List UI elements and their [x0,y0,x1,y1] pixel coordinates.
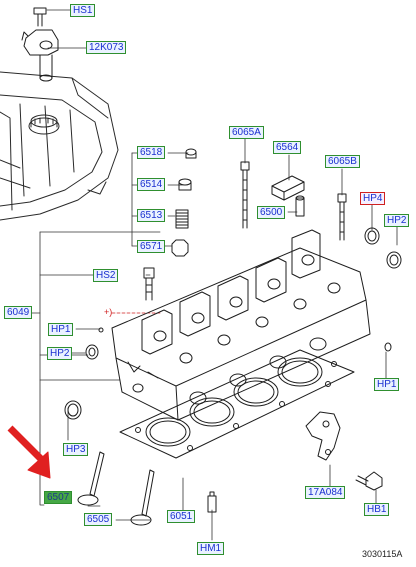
label-6518[interactable]: 6518 [137,146,166,159]
label-hs2[interactable]: HS2 [93,269,119,282]
label-hp1-left[interactable]: HP1 [48,323,74,336]
label-6571[interactable]: 6571 [137,240,166,253]
label-6564[interactable]: 6564 [273,141,302,154]
valve-train-parts [171,148,197,257]
label-6507[interactable]: 6507 [44,491,73,504]
cylinder-head-drawing [111,229,371,421]
valve-cover-drawing [0,71,119,221]
leader-lines [9,9,398,541]
rocker-and-lifter [271,175,305,217]
label-12k073[interactable]: 12K073 [86,41,127,54]
bolts-drawing [143,161,383,513]
label-hp2-right[interactable]: HP2 [384,214,410,227]
label-hp1-right[interactable]: HP1 [374,378,400,391]
red-pointer-arrow-icon [7,425,51,479]
head-gasket-drawing [119,349,355,459]
valves-drawing [77,451,155,526]
label-hp4[interactable]: HP4 [360,192,386,205]
label-hs1[interactable]: HS1 [70,4,96,17]
label-hb1[interactable]: HB1 [364,503,390,516]
camshaft-sensor-drawing [21,7,59,82]
label-6500[interactable]: 6500 [257,206,286,219]
seals-drawing [64,227,402,420]
label-6049[interactable]: 6049 [4,306,33,319]
label-6051[interactable]: 6051 [167,510,196,523]
label-6513[interactable]: 6513 [137,209,166,222]
label-hp2-left[interactable]: HP2 [47,347,73,360]
label-6065a[interactable]: 6065A [229,126,264,139]
label-hm1[interactable]: HM1 [197,542,225,555]
label-6505[interactable]: 6505 [84,513,113,526]
label-hp3[interactable]: HP3 [63,443,89,456]
plus-marker: +) [104,307,113,317]
diagram-reference-number: 3030115A [362,549,403,559]
bracket-drawing [305,411,341,461]
label-17a084[interactable]: 17A084 [305,486,346,499]
label-6065b[interactable]: 6065B [325,155,360,168]
label-6514[interactable]: 6514 [137,178,166,191]
